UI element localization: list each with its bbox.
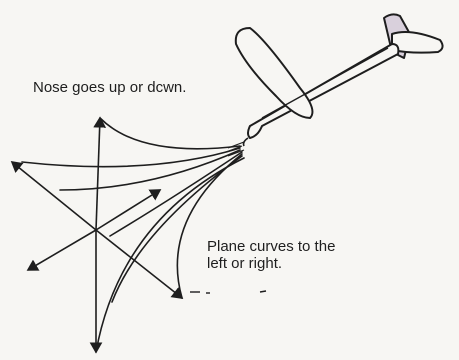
curve-left-1 [21,147,241,168]
curve-caption-line-1: Plane curves to the [207,238,336,255]
curve-caption: Plane curves to the left or right. [207,238,335,272]
curve-down-1 [111,155,243,303]
arrow-upper-right-axis [95,189,162,231]
dash-marks [190,290,267,294]
speed-lines [225,141,245,157]
nose-caption: Nose goes up or dcwn. [33,79,187,96]
direction-axes [10,116,184,354]
arrow-upper-left-axis [10,160,97,231]
curve-left-3 [109,151,243,237]
arrow-up-axis [93,116,107,231]
arrow-lower-right-axis [95,229,184,299]
curve-caption-line-2: left or right. [207,255,283,272]
curve-right-1 [176,153,243,299]
flight-path-curves [21,117,245,353]
curve-down-2 [95,157,245,353]
curve-left-2 [59,149,241,191]
airplane-icon [234,13,444,147]
arrow-lower-left-axis [26,229,97,271]
curve-nose-up [99,117,241,150]
